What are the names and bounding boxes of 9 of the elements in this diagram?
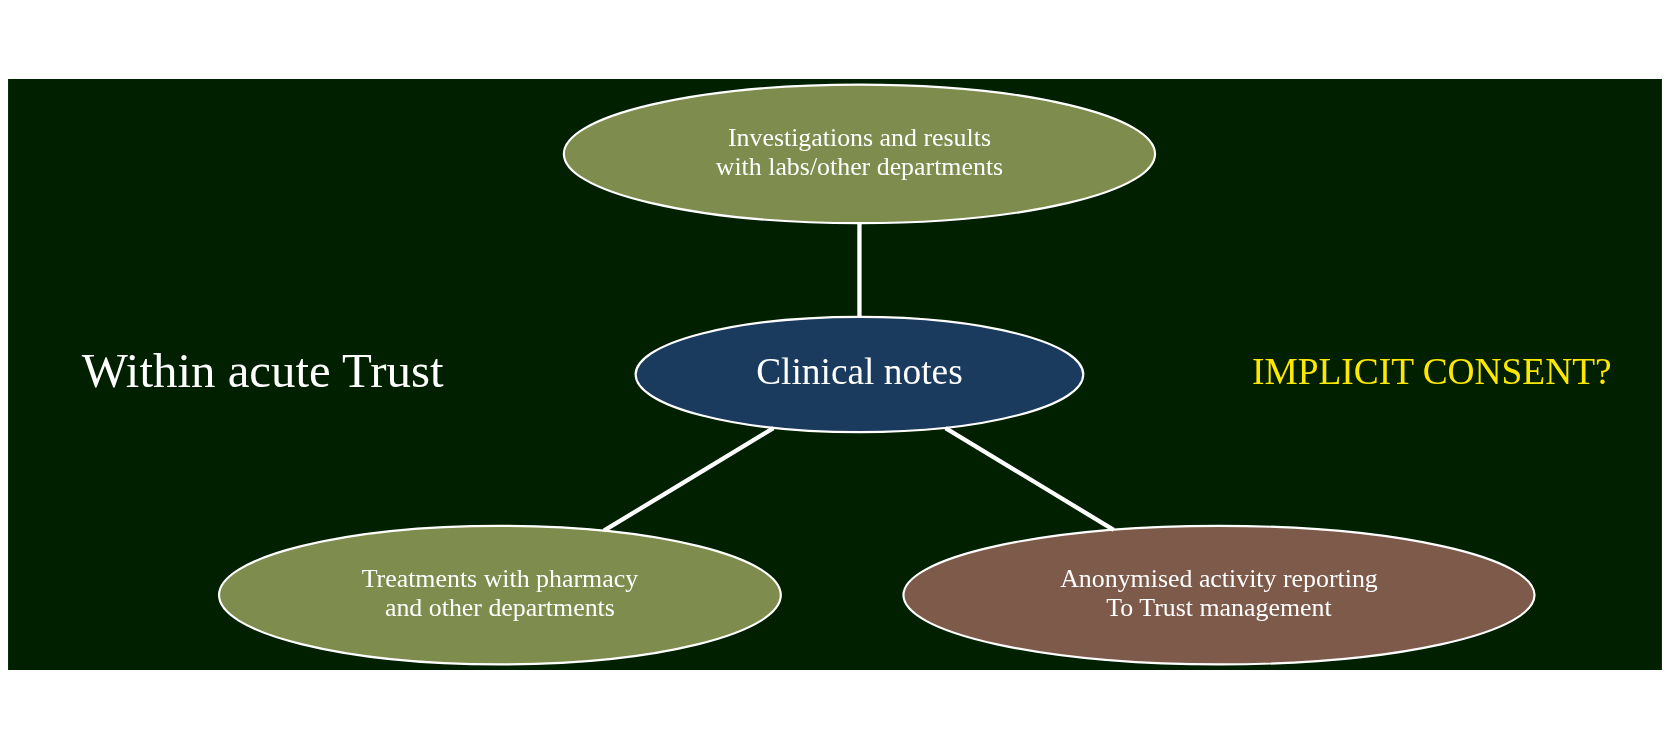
node-ellipse: Clinical notes [634,315,1085,434]
label: Within acute Trust [81,343,444,399]
connector [857,223,862,316]
connector [944,426,1115,532]
node-ellipse: Investigations and results with labs/other departments [562,83,1157,225]
node-ellipse: Anonymised activity reporting To Trust management [902,524,1536,666]
label: IMPLICIT CONSENT? [1252,350,1612,392]
node-ellipse: Treatments with pharmacy and other departments [217,524,782,666]
connector [602,426,775,533]
